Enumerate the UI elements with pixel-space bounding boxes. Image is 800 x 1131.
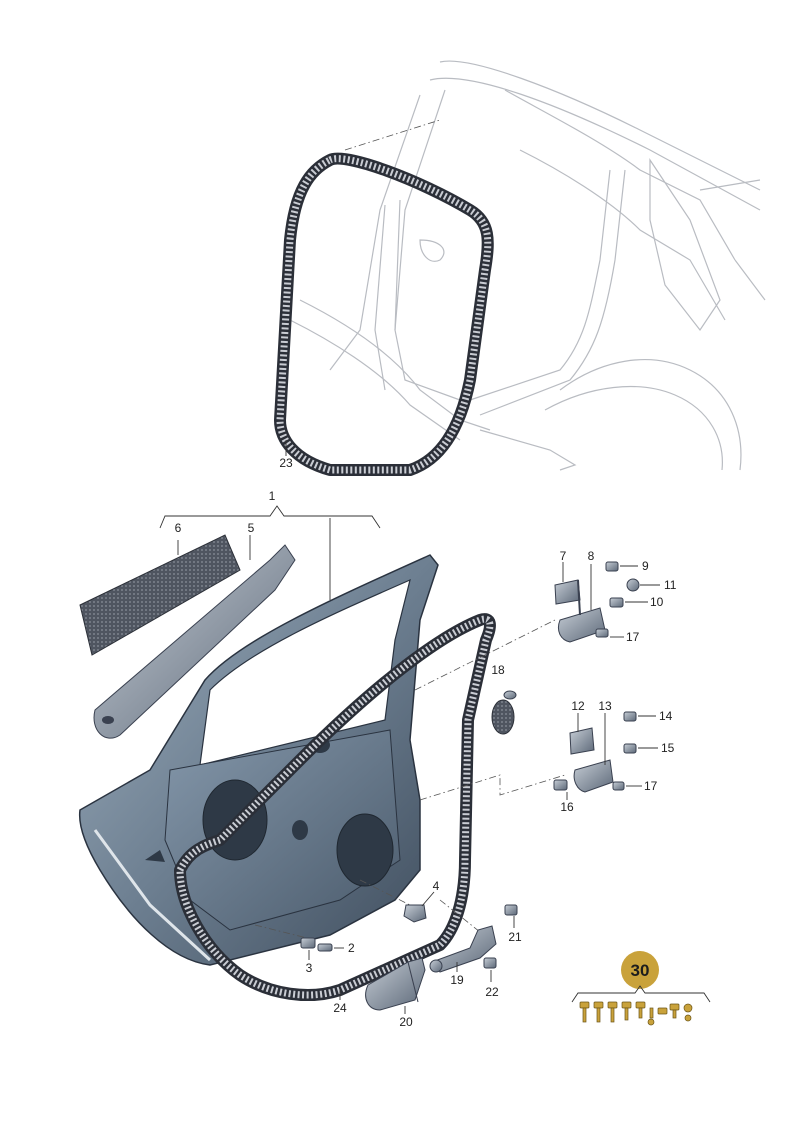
label-19: 19 [450,973,464,987]
hinge-bolt-15 [623,743,637,754]
label-16: 16 [560,800,574,814]
hinge-bolt-16 [553,779,568,791]
kit-badge-number: 30 [631,961,650,980]
fastener-kit-30: 30 [571,951,711,1026]
grommet-18 [491,690,517,735]
label-5: 5 [248,521,255,535]
label-3: 3 [306,961,313,975]
bracket-20 [365,957,426,1011]
label-17a: 17 [626,630,640,644]
label-7: 7 [560,549,567,563]
upper-hinge [554,579,609,643]
fastener-icons [579,1001,693,1026]
door-check-strap-19 [429,925,497,973]
alignment-lines [254,619,566,941]
label-11: 11 [664,578,677,592]
label-23: 23 [279,456,293,470]
label-21: 21 [508,930,522,944]
label-17b: 17 [644,779,658,793]
label-18: 18 [491,663,505,677]
label-1: 1 [269,489,276,503]
lower-hinge [569,727,625,793]
label-24: 24 [333,1001,347,1015]
label-12: 12 [571,699,585,713]
label-15: 15 [661,741,675,755]
leader-dashed-23 [344,119,441,151]
group-bracket-1 [159,505,381,600]
label-9: 9 [642,559,649,573]
door-seal-24 [174,613,496,1001]
bolt-21 [504,904,518,916]
hinge-bolt-10 [609,597,624,608]
label-20: 20 [399,1015,413,1029]
label-13: 13 [598,699,612,713]
label-10: 10 [650,595,664,609]
hinge-bolt-9 [605,561,619,572]
kit-badge [621,951,659,989]
bolt-3 [300,937,316,949]
label-2: 2 [348,941,355,955]
insulation-pad-6 [79,534,241,656]
door-opening-seal-23 [274,152,494,476]
label-14: 14 [659,709,673,723]
trim-strip-5 [93,544,296,739]
hinge-bolt-14 [623,711,637,722]
screw-2 [317,943,333,952]
label-4: 4 [433,879,440,893]
leader-4 [421,891,435,907]
bolt-4 [403,904,427,923]
hinge-nut-11 [626,578,640,592]
label-8: 8 [588,549,595,563]
label-22: 22 [485,985,499,999]
label-6: 6 [175,521,182,535]
bolt-22 [483,957,497,969]
vehicle-body-outline [289,60,766,471]
